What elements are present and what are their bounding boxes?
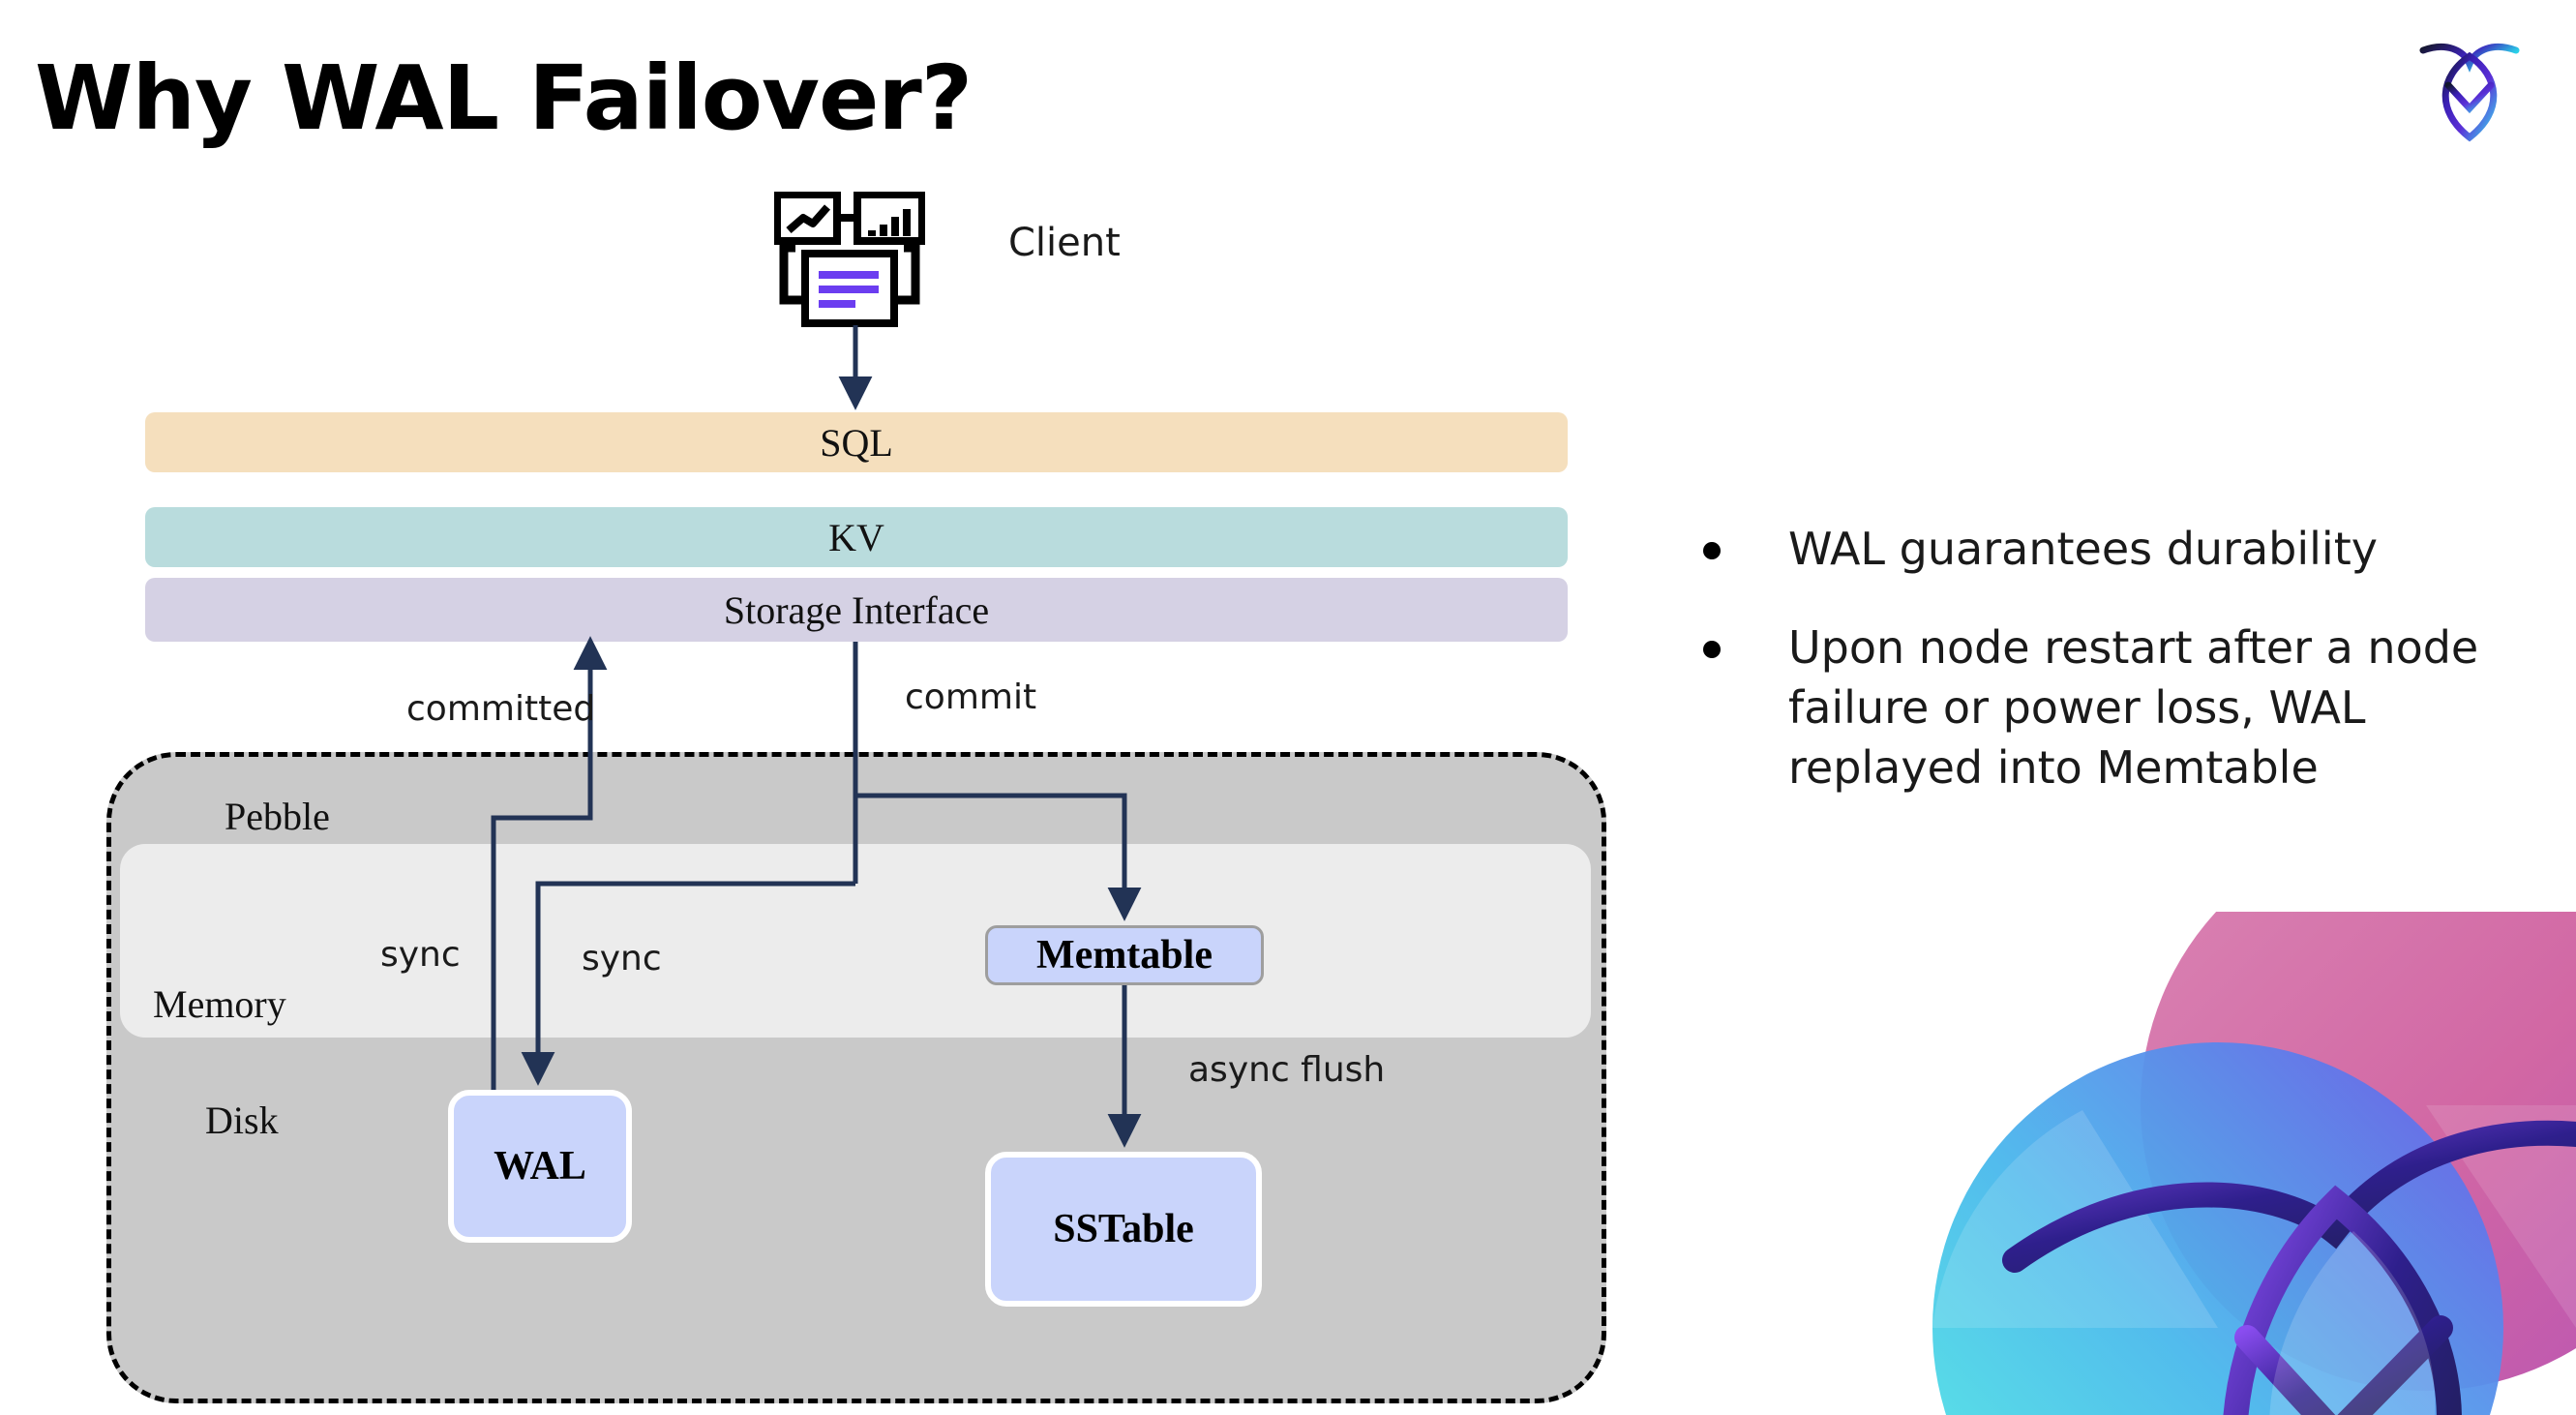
layer-bar-kv: KV xyxy=(145,507,1568,567)
list-item: WAL guarantees durability xyxy=(1703,519,2516,579)
bullet-dot-icon xyxy=(1703,542,1721,559)
layer-label-sql: SQL xyxy=(820,420,893,465)
edge-label-committed: committed xyxy=(406,689,596,729)
bullet-text: Upon node restart after a node failure o… xyxy=(1788,621,2479,795)
node-wal: WAL xyxy=(448,1090,632,1243)
bullet-dot-icon xyxy=(1703,641,1721,659)
disk-label: Disk xyxy=(205,1099,279,1142)
memory-label: Memory xyxy=(153,982,286,1026)
client-label: Client xyxy=(1008,221,1121,265)
layer-bar-storage-interface: Storage Interface xyxy=(145,578,1568,642)
layer-label-storage-interface: Storage Interface xyxy=(723,587,990,632)
pebble-label: Pebble xyxy=(225,795,330,838)
node-memtable: Memtable xyxy=(985,925,1264,985)
client-dashboard-icon xyxy=(773,191,926,327)
list-item: Upon node restart after a node failure o… xyxy=(1703,617,2516,798)
edge-label-async-flush: async flush xyxy=(1188,1050,1386,1090)
node-sstable: SSTable xyxy=(985,1152,1262,1307)
node-label-memtable: Memtable xyxy=(1036,933,1213,978)
architecture-diagram: Client SQL KV Storage Interface Pebble M… xyxy=(106,191,1606,1403)
memory-region xyxy=(120,844,1591,1038)
edge-label-commit: commit xyxy=(905,677,1037,717)
edge-label-sync-1: sync xyxy=(380,935,461,975)
layer-label-kv: KV xyxy=(828,515,884,559)
bullet-list: WAL guarantees durability Upon node rest… xyxy=(1703,519,2516,836)
node-label-sstable: SSTable xyxy=(1053,1207,1194,1251)
node-label-wal: WAL xyxy=(494,1144,586,1189)
layer-bar-sql: SQL xyxy=(145,412,1568,472)
bullet-text: WAL guarantees durability xyxy=(1788,523,2378,575)
edge-label-sync-2: sync xyxy=(582,939,662,978)
decorative-logo-art xyxy=(1899,912,2576,1415)
cockroach-logo-icon xyxy=(2410,29,2530,149)
page-title: Why WAL Failover? xyxy=(35,46,973,150)
